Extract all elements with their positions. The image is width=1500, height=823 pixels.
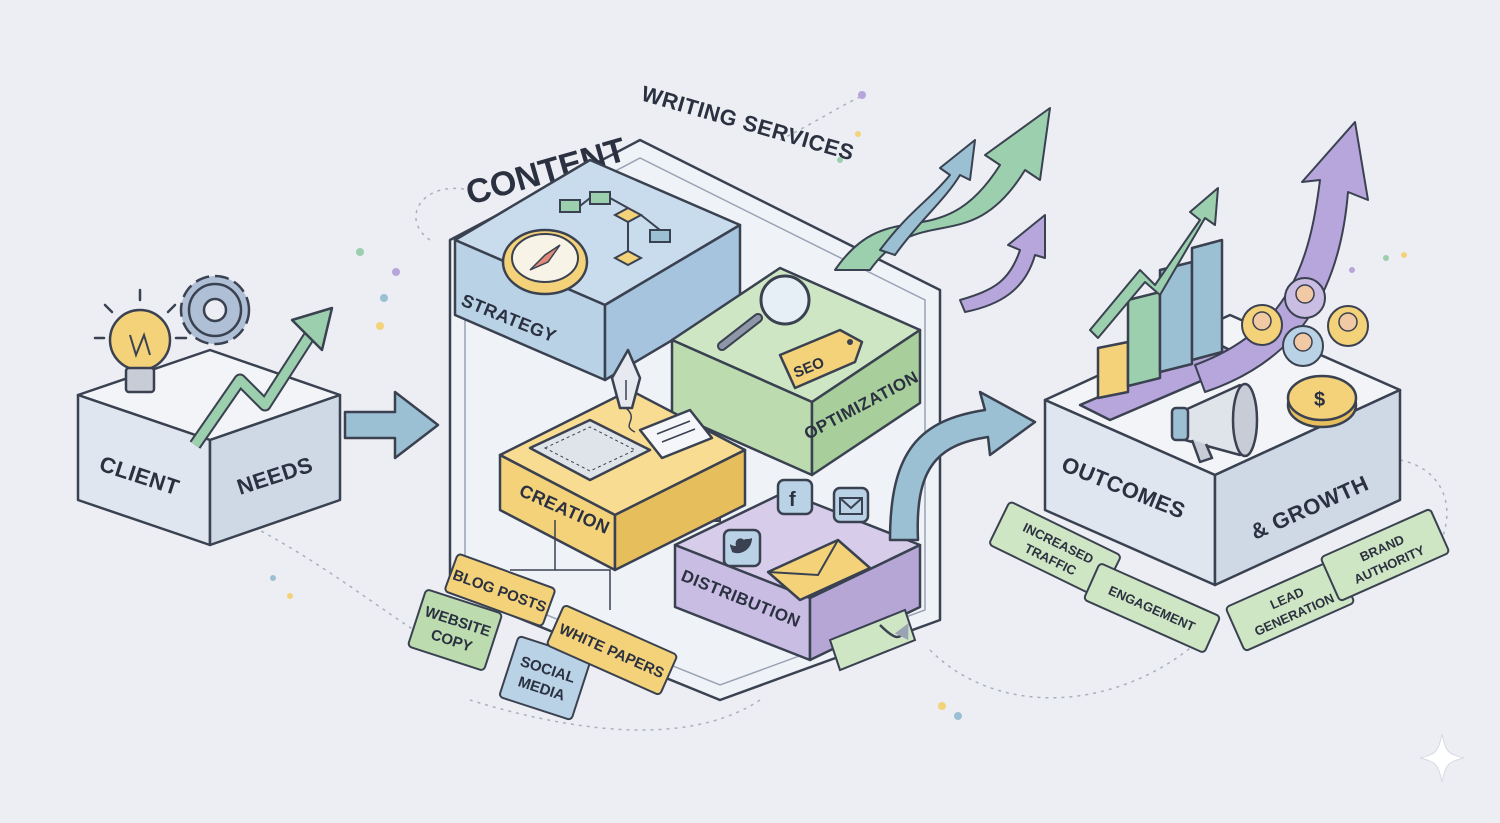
tag-website-copy: WEBSITE COPY bbox=[407, 589, 503, 671]
avatar-icon bbox=[1327, 305, 1369, 347]
keyboard-icon bbox=[528, 418, 652, 482]
coin-icon: $ bbox=[1286, 374, 1358, 429]
compass-icon bbox=[501, 228, 589, 296]
client-needs-block: CLIENT NEEDS bbox=[76, 348, 342, 547]
avatar-group bbox=[1241, 277, 1369, 367]
seo-tag: SEO bbox=[778, 328, 864, 390]
gear-icon bbox=[179, 274, 251, 346]
facebook-icon: f bbox=[776, 478, 814, 516]
trend-arrow-icon bbox=[189, 306, 334, 449]
twitter-icon bbox=[722, 528, 762, 568]
avatar-icon bbox=[1241, 304, 1283, 346]
mail-icon bbox=[832, 486, 870, 524]
tag-increased-traffic: INCREASED TRAFFIC bbox=[989, 501, 1121, 599]
strategy-module: STRATEGY bbox=[453, 158, 742, 382]
return-arrow bbox=[879, 623, 909, 641]
avatar-icon bbox=[1282, 325, 1324, 367]
content-type-tags: BLOG POSTS WEBSITE COPY SOCIAL MEDIA WHI… bbox=[407, 553, 678, 721]
growth-arrows bbox=[834, 107, 1051, 542]
distribution-module: DISTRIBUTION f bbox=[673, 478, 922, 672]
tag-connector bbox=[510, 520, 611, 610]
output-ticket bbox=[828, 608, 917, 672]
green-growth-arrow bbox=[1089, 187, 1219, 339]
tag-social-media: SOCIAL MEDIA bbox=[499, 635, 591, 721]
flowchart-icon bbox=[559, 191, 671, 267]
document-icon bbox=[638, 408, 714, 460]
title-writing-services: WRITING SERVICES bbox=[639, 81, 858, 166]
optimization-module: OPTIMIZATION SEO bbox=[670, 266, 922, 477]
outcome-tags: INCREASED TRAFFIC ENGAGEMENT LEAD GENERA… bbox=[989, 501, 1450, 653]
tag-brand-authority: BRAND AUTHORITY bbox=[1320, 508, 1450, 602]
sparkle-icon bbox=[1419, 733, 1465, 783]
svg-text:$: $ bbox=[1314, 389, 1325, 411]
magnifier-icon bbox=[717, 274, 811, 351]
svg-text:f: f bbox=[789, 489, 796, 511]
tag-white-papers: WHITE PAPERS bbox=[546, 604, 678, 696]
pen-nib-icon bbox=[610, 348, 642, 433]
avatar-icon bbox=[1284, 277, 1326, 319]
creation-module: CREATION bbox=[498, 348, 747, 572]
client-to-services-arrow bbox=[343, 390, 440, 460]
megaphone-icon bbox=[1170, 382, 1259, 464]
decorative-dots bbox=[270, 91, 1407, 720]
lightbulb-icon bbox=[93, 288, 188, 394]
envelope-icon bbox=[766, 538, 872, 602]
